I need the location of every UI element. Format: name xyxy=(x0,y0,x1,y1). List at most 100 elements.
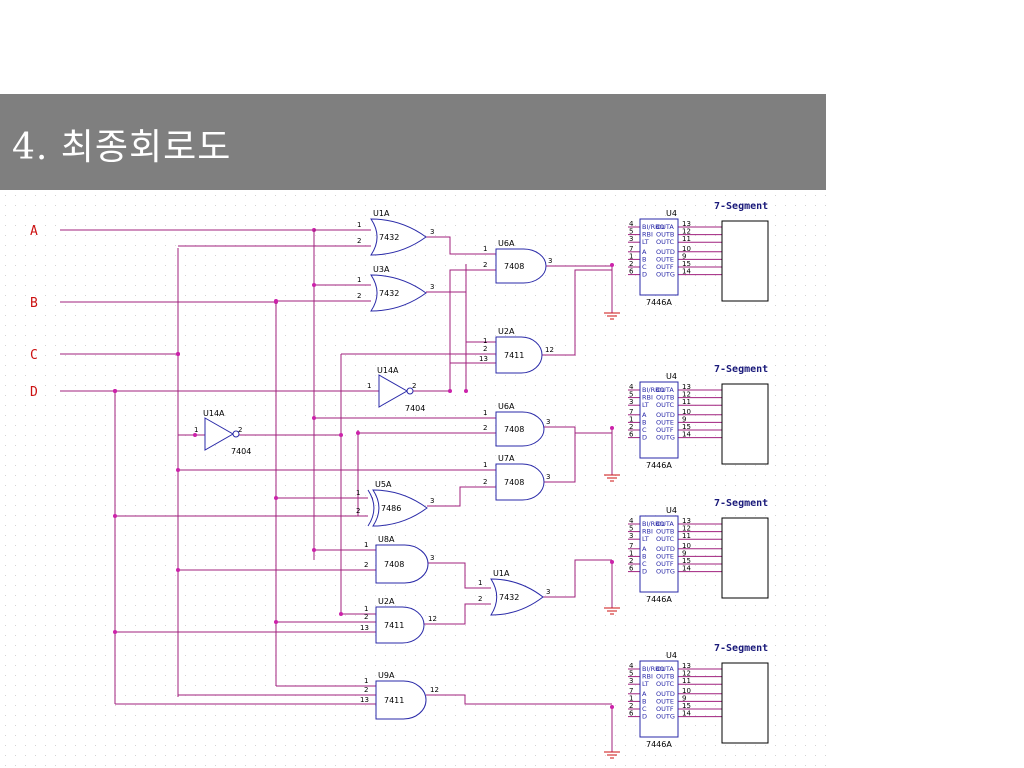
decoder-ref: U4 xyxy=(666,209,677,218)
gate-symbol-2 xyxy=(495,248,547,284)
decoder-pin-out: OUTD xyxy=(656,411,675,419)
pin-number: 12 xyxy=(682,670,691,678)
junction-dot xyxy=(339,433,343,437)
decoder-pin-in: B xyxy=(642,418,646,426)
decoder-pin-in: RBI xyxy=(642,394,653,402)
gate-symbol-6 xyxy=(495,411,545,447)
pin-number: 1 xyxy=(629,415,633,423)
gate-part-6: 7408 xyxy=(504,425,524,434)
gate-symbol-7 xyxy=(495,463,545,501)
pin-number: 10 xyxy=(682,542,691,550)
decoder-pin-out: OUTB xyxy=(656,394,674,402)
pin-number: 15 xyxy=(682,702,691,710)
pin-number: 1 xyxy=(194,426,198,434)
decoder-pin-out: OUTB xyxy=(656,231,674,239)
decoder-pin-in: C xyxy=(642,426,647,434)
pin-number: 15 xyxy=(682,260,691,268)
pin-number: 1 xyxy=(364,605,368,613)
pin-number: 5 xyxy=(629,525,633,533)
junction-dot xyxy=(356,431,360,435)
pin-number: 6 xyxy=(629,431,634,439)
wire xyxy=(427,486,496,507)
pin-number: 12 xyxy=(682,228,691,236)
pin-number: 2 xyxy=(356,507,360,515)
gate-part-9: 7408 xyxy=(384,560,404,569)
decoder-pin-in: A xyxy=(642,690,647,698)
decoder-pin-in: A xyxy=(642,248,647,256)
input-label-a: A xyxy=(30,224,38,239)
decoder-pin-out: OUTD xyxy=(656,248,675,256)
pin-number: 13 xyxy=(682,662,691,670)
pin-number: 7 xyxy=(629,687,633,695)
pin-number: 13 xyxy=(479,355,488,363)
gate-ref-6: U6A xyxy=(498,402,515,411)
gate-ref-5: U14A xyxy=(203,409,225,418)
pin-number: 3 xyxy=(629,532,633,540)
decoder-pin-in: D xyxy=(642,434,647,442)
pin-number: 1 xyxy=(478,579,482,587)
pin-number: 2 xyxy=(483,424,487,432)
pin-number: 6 xyxy=(629,268,634,276)
gate-ref-1: U3A xyxy=(373,265,390,274)
pin-number: 9 xyxy=(682,252,686,260)
gate-ref-4: U14A xyxy=(377,366,399,375)
wire xyxy=(544,428,576,483)
pin-number: 15 xyxy=(682,423,691,431)
decoder-pin-in: LT xyxy=(642,680,649,688)
gate-part-12: 7411 xyxy=(384,696,404,705)
pin-number: 3 xyxy=(546,418,550,426)
gate-symbol-9 xyxy=(375,544,429,584)
decoder-pin-out: OUTG xyxy=(656,271,675,279)
pin-number: 15 xyxy=(682,557,691,565)
pin-number: 2 xyxy=(629,557,633,565)
decoder-body xyxy=(639,381,679,459)
pin-number: 7 xyxy=(629,408,633,416)
decoder-pin-in: A xyxy=(642,545,647,553)
pin-number: 2 xyxy=(357,292,361,300)
junction-dot xyxy=(339,612,343,616)
wire xyxy=(428,562,491,589)
decoder-pin-in: D xyxy=(642,568,647,576)
wire xyxy=(426,236,496,255)
pin-number: 3 xyxy=(430,554,434,562)
decoder-pin-in: C xyxy=(642,560,647,568)
pin-number: 9 xyxy=(682,415,686,423)
gate-symbol-1 xyxy=(370,274,427,312)
pin-number: 13 xyxy=(360,624,369,632)
junction-dot xyxy=(610,705,614,709)
wire xyxy=(542,269,612,356)
pin-number: 3 xyxy=(546,588,550,596)
junction-dot xyxy=(176,352,180,356)
wire xyxy=(424,603,491,625)
junction-dot xyxy=(312,548,316,552)
decoder-pin-out: OUTC xyxy=(656,401,674,409)
seven-segment-display xyxy=(721,662,769,744)
seven-segment-label: 7-Segment xyxy=(714,643,768,654)
junction-dot xyxy=(610,560,614,564)
xor-arc-8 xyxy=(367,489,375,527)
pin-number: 11 xyxy=(682,398,691,406)
gate-6: U6A 7408 xyxy=(495,402,545,447)
pin-number: 13 xyxy=(360,696,369,704)
pin-number: 1 xyxy=(629,549,633,557)
decoder-pin-out: OUTG xyxy=(656,713,675,721)
gate-ref-3: U2A xyxy=(498,327,515,336)
gate-part-11: 7432 xyxy=(499,593,519,602)
pin-number: 6 xyxy=(629,710,634,718)
seven-segment-display xyxy=(721,220,769,302)
gate-symbol-11 xyxy=(490,578,544,616)
wire xyxy=(426,694,612,705)
decoder-pin-in: BI/RBO xyxy=(642,665,665,673)
pin-number: 1 xyxy=(483,337,487,345)
pin-number: 1 xyxy=(483,245,487,253)
decoder-pin-out: OUTE xyxy=(656,697,674,705)
pin-number: 11 xyxy=(682,677,691,685)
gate-part-10: 7411 xyxy=(384,621,404,630)
gate-symbol-8 xyxy=(372,489,428,527)
